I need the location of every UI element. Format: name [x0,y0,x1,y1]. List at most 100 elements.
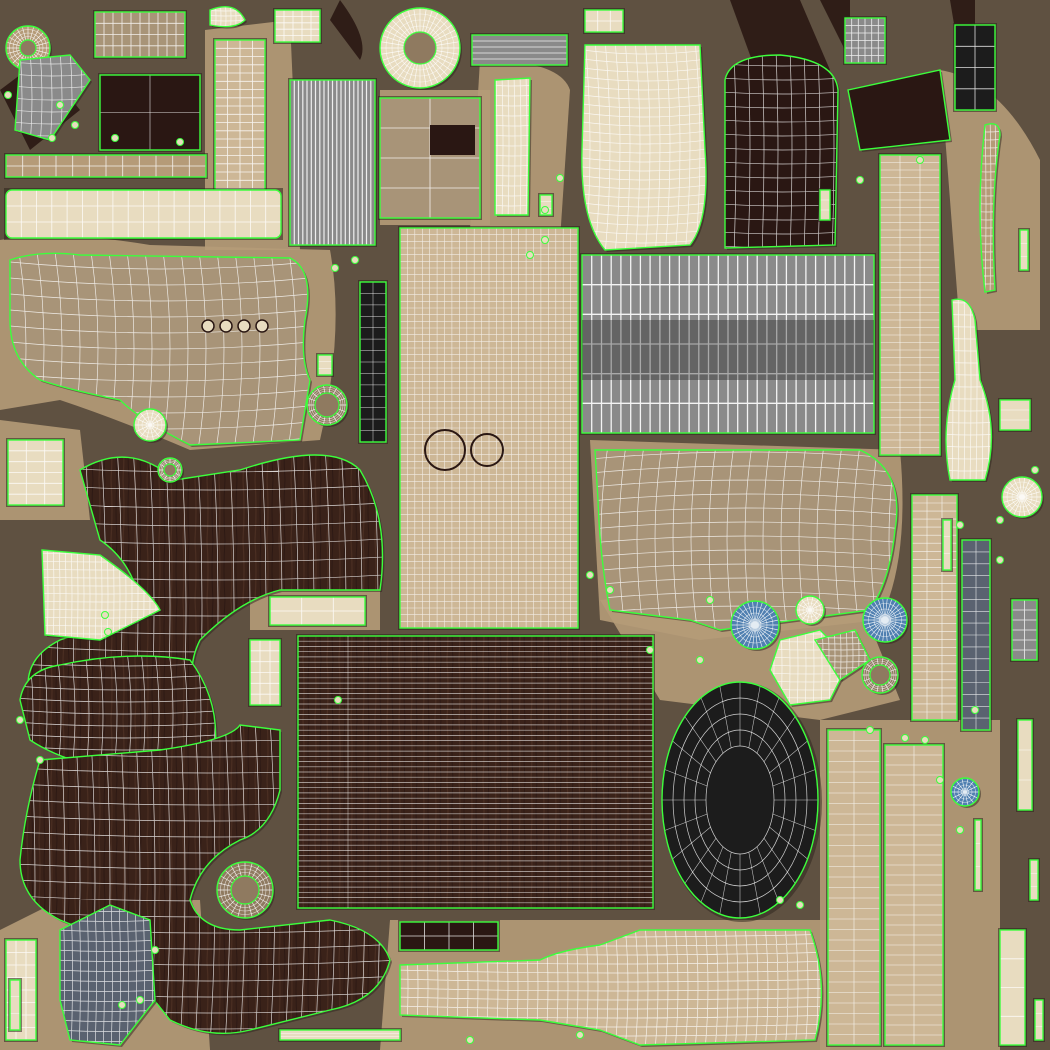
uv-seam-border [19,724,391,1034]
wire-ring [141,416,159,434]
tiny-socket-38 [916,156,924,164]
wire-ring [957,784,973,800]
uv-seam-border [950,777,980,807]
uv-wireframe-grid [360,282,386,442]
small-peg-2 [1018,228,1030,272]
uv-seam-border [14,54,91,141]
uv-seam-border [979,123,1001,293]
island-fill [1020,230,1028,270]
tiny-socket-26 [101,611,109,619]
rail-strip-left [213,38,267,207]
ring-center-right [861,656,900,695]
island-fill [1035,1000,1043,1040]
island-fill [318,355,332,375]
uv-seam-border [5,154,207,178]
handguard-socket-b [470,433,504,467]
uv-seam-border [827,729,881,1046]
end-cap-left [6,438,65,507]
slat-panel-island [288,78,377,247]
wire-lines [10,253,310,445]
wire-lines [20,656,216,770]
wire-lines [581,45,706,250]
uv-seam-border [1001,476,1043,518]
wire-ring [802,602,818,618]
uv-seam-border [7,439,64,506]
wire-ring [385,13,455,83]
small-peg-9 [818,188,832,222]
uv-seam-border [306,384,348,426]
gray-slat-shade [582,320,874,380]
tiny-socket-14 [776,896,784,904]
uv-wireframe-grid [472,40,567,60]
uv-seam-border [59,904,156,1046]
wire-ring [863,658,897,692]
wire-ring [868,603,902,637]
wire-ring [879,614,891,626]
tiny-socket-5 [4,91,12,99]
wire-ring [961,788,969,796]
small-peg-3 [1028,858,1040,902]
tiny-socket-4 [56,101,64,109]
wire-ring [865,660,895,690]
uv-wireframe-grid [585,10,623,32]
handguard-socket-a [424,429,466,471]
inner-hole [314,392,340,418]
upper-receiver-island [9,252,312,447]
uv-wireframe-grid [400,228,578,628]
island-fill [662,682,818,918]
grip-mid-island [19,655,218,772]
island-fill [275,10,320,42]
tiny-socket-17 [901,734,909,742]
wire-ring [227,872,263,908]
long-rail-island [4,188,283,240]
island-fill [725,55,838,248]
mag-body-island [724,54,840,250]
wire-ring [742,612,768,638]
uv-wireframe-grid [10,996,20,1014]
uv-wireframe-grid [975,843,981,867]
wire-ring [220,865,270,915]
uv-seam-border [399,227,579,629]
tiny-socket-24 [118,1001,126,1009]
wire-ring [954,781,976,803]
plate-tilted-right [847,69,952,152]
tiny-socket-20 [576,1031,584,1039]
uv-seam-border [581,44,707,251]
tiny-socket-35 [331,264,339,272]
tiny-socket-28 [16,716,24,724]
tiny-socket-33 [956,521,964,529]
fan-piece-left [41,549,162,642]
uv-wireframe-grid [820,199,830,211]
white-bar-bottom [998,928,1027,1047]
wire-ring [137,412,163,438]
uv-seam-border [216,861,274,919]
wire-lines [60,905,155,1045]
uv-wireframe-grid [581,45,706,250]
small-peg-5 [1016,718,1034,812]
uv-seam-border [471,34,568,66]
small-peg-8 [8,978,22,1032]
tiny-socket-40 [956,826,964,834]
island-fill [280,1030,400,1040]
uv-seam-border [1017,719,1033,811]
uv-seam-border [5,189,282,239]
uv-seam-border [494,77,531,216]
hex-piece-b [813,629,872,682]
uv-wireframe-grid [20,656,216,770]
wire-ring [391,19,449,77]
uv-seam-border [594,449,898,631]
uv-seam-border [942,519,952,571]
island-fill [10,980,20,1030]
uv-seam-border [884,744,944,1046]
right-rail-island [878,153,942,457]
uv-wireframe-grid [275,10,320,42]
uv-wireframe-grid [400,930,822,1045]
tiny-socket-29 [971,706,979,714]
uv-seam-border [41,549,161,641]
island-fill [472,35,567,65]
uv-seam-border [1019,229,1029,271]
uv-wireframe-grid [880,155,940,455]
uv-wireframe-grid [1020,243,1028,257]
tiny-socket-16 [866,726,874,734]
